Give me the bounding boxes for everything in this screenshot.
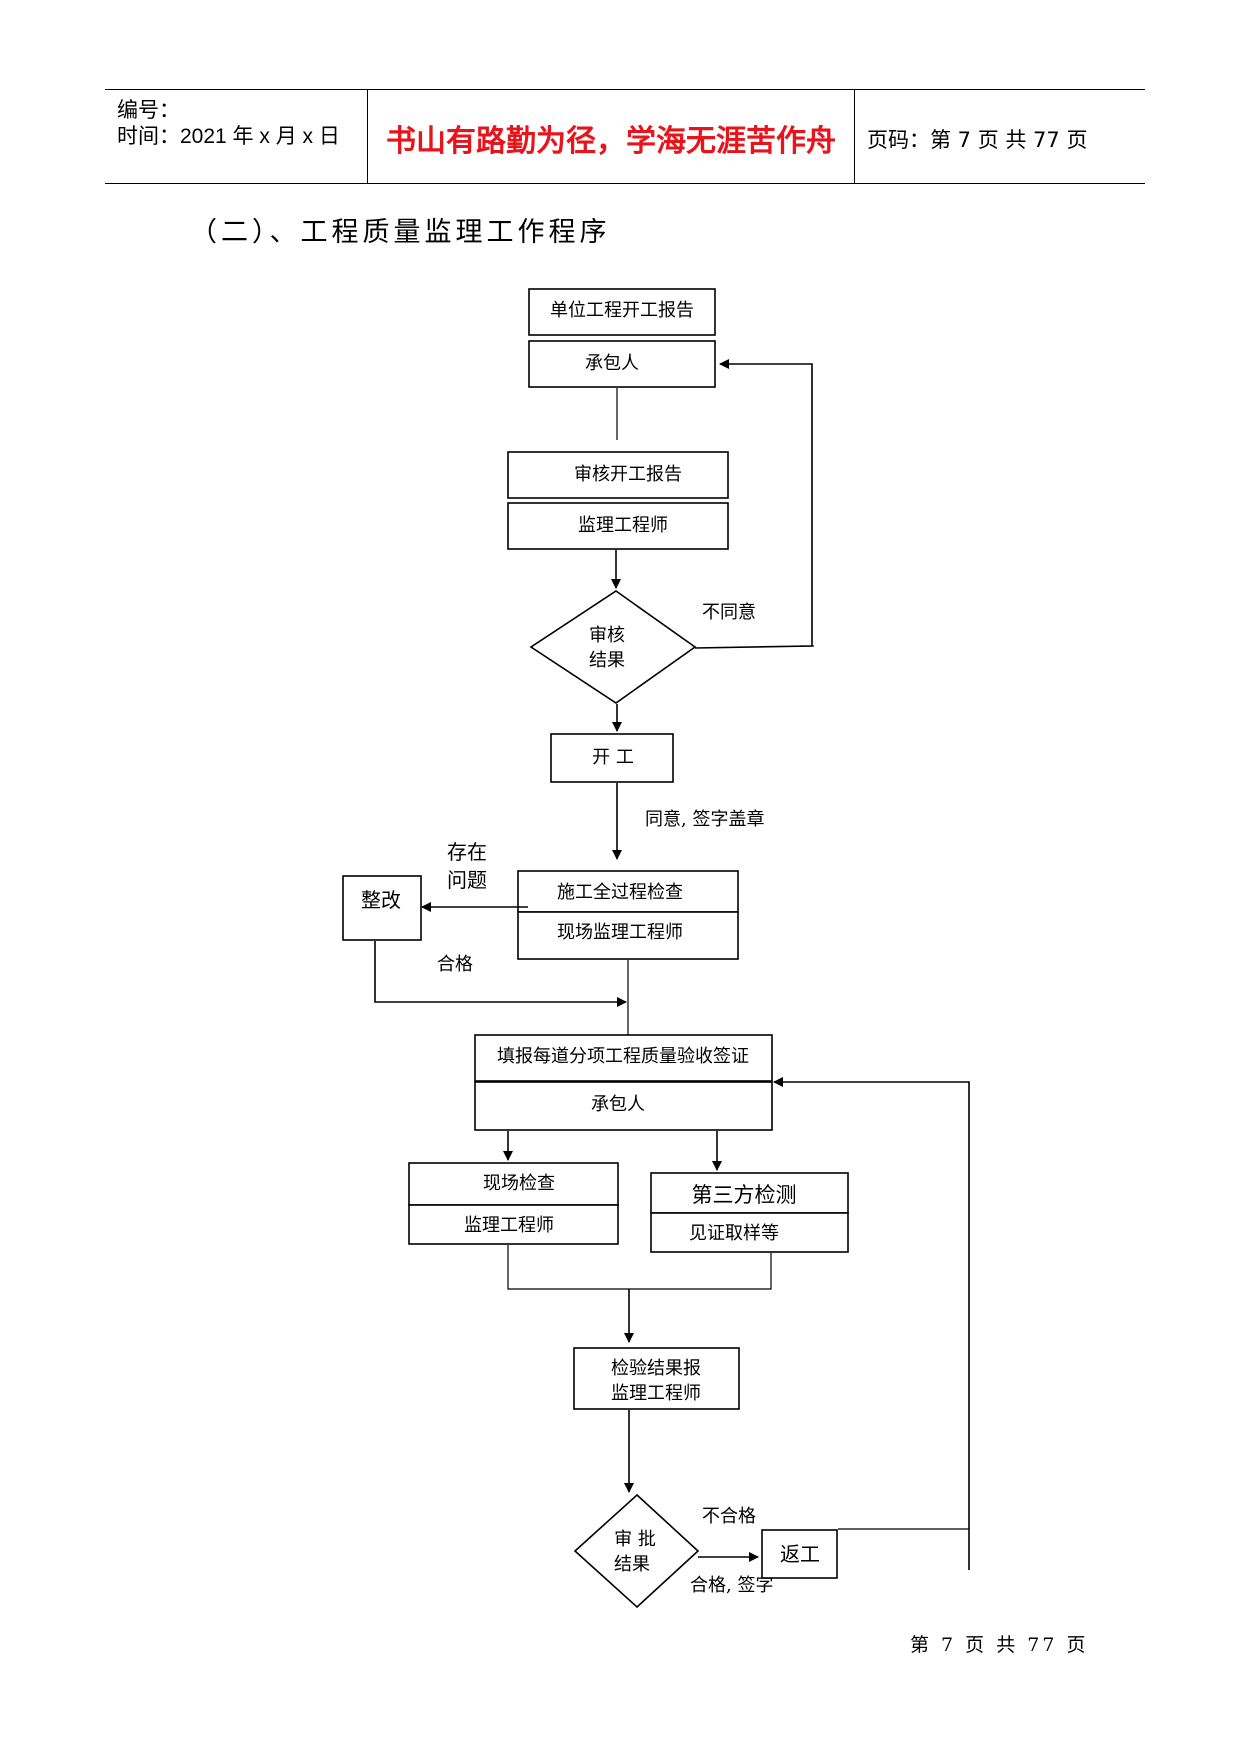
fail-label: 不合格: [702, 1506, 756, 1527]
agree-sign-label: 同意, 签字盖章: [645, 809, 764, 830]
rectify-label: 整改: [361, 888, 401, 912]
pass-sign-label: 合格, 签字: [690, 1575, 773, 1596]
pass-label-1: 合格: [437, 954, 473, 975]
review-report-box: [507, 451, 729, 499]
site-engineer-box: [517, 911, 739, 960]
result-report-box: [573, 1347, 740, 1410]
rework-box: [761, 1529, 838, 1579]
contractor-label-1: 承包人: [585, 353, 639, 374]
fill-report-label: 填报每道分项工程质量验收签证: [497, 1046, 749, 1067]
disagree-label: 不同意: [702, 602, 756, 623]
contractor-box-1: [528, 340, 716, 388]
problem-label-line1: 存在: [447, 840, 487, 864]
result-report-label-line1: 检验结果报: [611, 1358, 701, 1379]
header-right-cell: 页码：第 7 页 共 77 页: [855, 90, 1145, 183]
start-work-label: 开 工: [592, 747, 634, 768]
decision1-label-line2: 结果: [589, 650, 625, 671]
rework-label: 返工: [780, 1542, 820, 1566]
decision-approval-result: [573, 1493, 700, 1609]
fill-report-box: [474, 1034, 773, 1082]
start-report-box: [528, 288, 716, 336]
contractor-label-2: 承包人: [591, 1094, 645, 1115]
engineer-label-2: 监理工程师: [464, 1215, 554, 1236]
decision2-label-line2: 结果: [614, 1554, 650, 1575]
engineer-label-1: 监理工程师: [578, 515, 668, 536]
decision2-label-line1: 审 批: [614, 1529, 656, 1550]
decision-review-result: [529, 590, 697, 704]
decision1-label-line1: 审核: [589, 625, 625, 646]
rework-loop-arrow: [773, 1077, 970, 1570]
process-check-label: 施工全过程检查: [557, 882, 683, 903]
problem-label-line2: 问题: [447, 868, 487, 892]
third-party-box: [650, 1172, 849, 1214]
header-page-info: 页码：第 7 页 共 77 页: [867, 128, 1088, 152]
rectify-box: [342, 875, 422, 941]
header-center-cell: 书山有路勤为径，学海无涯苦作舟: [367, 90, 855, 183]
header-motto: 书山有路勤为径，学海无涯苦作舟: [386, 124, 836, 159]
section-title: （二）、工程质量监理工作程序: [190, 217, 611, 248]
site-check-box: [408, 1162, 619, 1206]
process-check-box: [517, 870, 739, 913]
site-engineer-label: 现场监理工程师: [557, 922, 683, 943]
result-report-label-line2: 监理工程师: [611, 1383, 701, 1404]
page-header: 编号： 时间：2021 年 x 月 x 日 书山有路勤为径，学海无涯苦作舟 页码…: [105, 89, 1145, 184]
witness-sampling-label: 见证取样等: [689, 1223, 779, 1244]
start-report-label: 单位工程开工报告: [550, 300, 694, 321]
review-report-label: 审核开工报告: [574, 464, 682, 485]
disagree-loop-arrow: [694, 359, 813, 649]
engineer-box-2: [408, 1204, 619, 1245]
rectify-return-arrow: [374, 941, 627, 1007]
page-footer: 第 7 页 共 77 页: [910, 1634, 1089, 1656]
engineer-box-1: [507, 502, 729, 550]
third-party-label: 第三方检测: [692, 1183, 797, 1207]
start-work-box: [550, 733, 674, 783]
witness-sampling-box: [650, 1212, 849, 1253]
merge-connector: [507, 1245, 772, 1290]
site-check-label: 现场检查: [483, 1173, 555, 1194]
contractor-box-2: [474, 1081, 773, 1131]
document-number-label: 编号：: [117, 99, 180, 122]
document-time-label: 时间：2021 年 x 月 x 日: [117, 125, 340, 148]
header-left-cell: 编号： 时间：2021 年 x 月 x 日: [105, 90, 367, 183]
